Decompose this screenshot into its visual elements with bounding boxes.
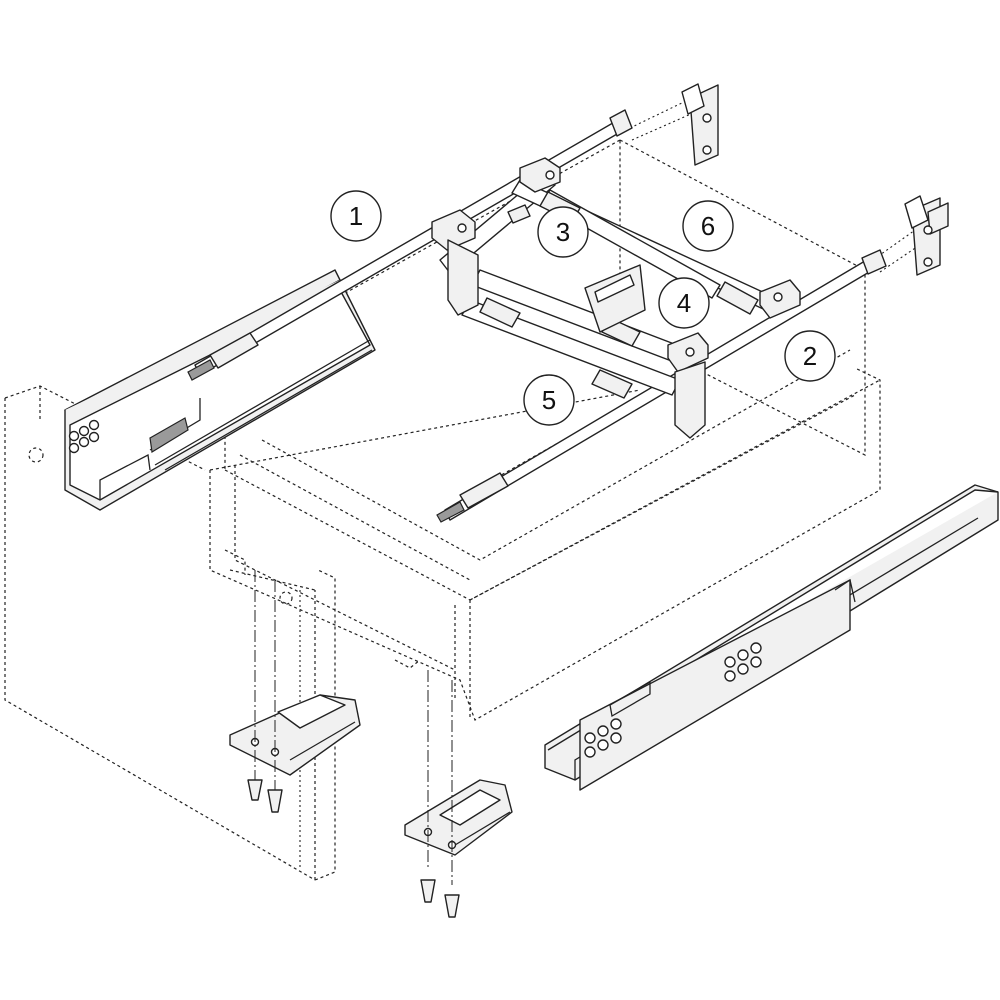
callout-4-label: 4 — [677, 288, 691, 318]
callout-4-circle — [658, 277, 710, 329]
callout-1-circle — [330, 190, 382, 242]
rear-fitting-left — [681, 83, 719, 166]
callout-4: 4 — [658, 277, 710, 329]
locking-device-left — [229, 694, 361, 776]
callout-3-label: 3 — [556, 217, 570, 247]
callout-5-circle — [523, 374, 575, 426]
callout-1-label: 1 — [349, 201, 363, 231]
callout-5-label: 5 — [542, 385, 556, 415]
callout-3: 3 — [537, 206, 589, 258]
callout-6-label: 6 — [701, 211, 715, 241]
rear-fitting-right — [904, 195, 949, 276]
runner-holes — [68, 419, 100, 454]
runner-holes — [584, 642, 762, 758]
callout-2-circle — [784, 330, 836, 382]
callout-6: 6 — [682, 200, 734, 252]
callout-2: 2 — [784, 330, 836, 382]
locking-device-right — [404, 779, 513, 856]
stabilizer-frame — [187, 109, 887, 523]
callout-3-circle — [537, 206, 589, 258]
callout-2-label: 2 — [803, 341, 817, 371]
drawer-box — [209, 139, 881, 721]
callout-5: 5 — [523, 374, 575, 426]
callout-6-circle — [682, 200, 734, 252]
rear-fitting-guides — [629, 99, 931, 273]
left-runner — [64, 269, 376, 511]
callout-1: 1 — [330, 190, 382, 242]
screws — [247, 570, 460, 918]
right-runner — [544, 484, 999, 791]
